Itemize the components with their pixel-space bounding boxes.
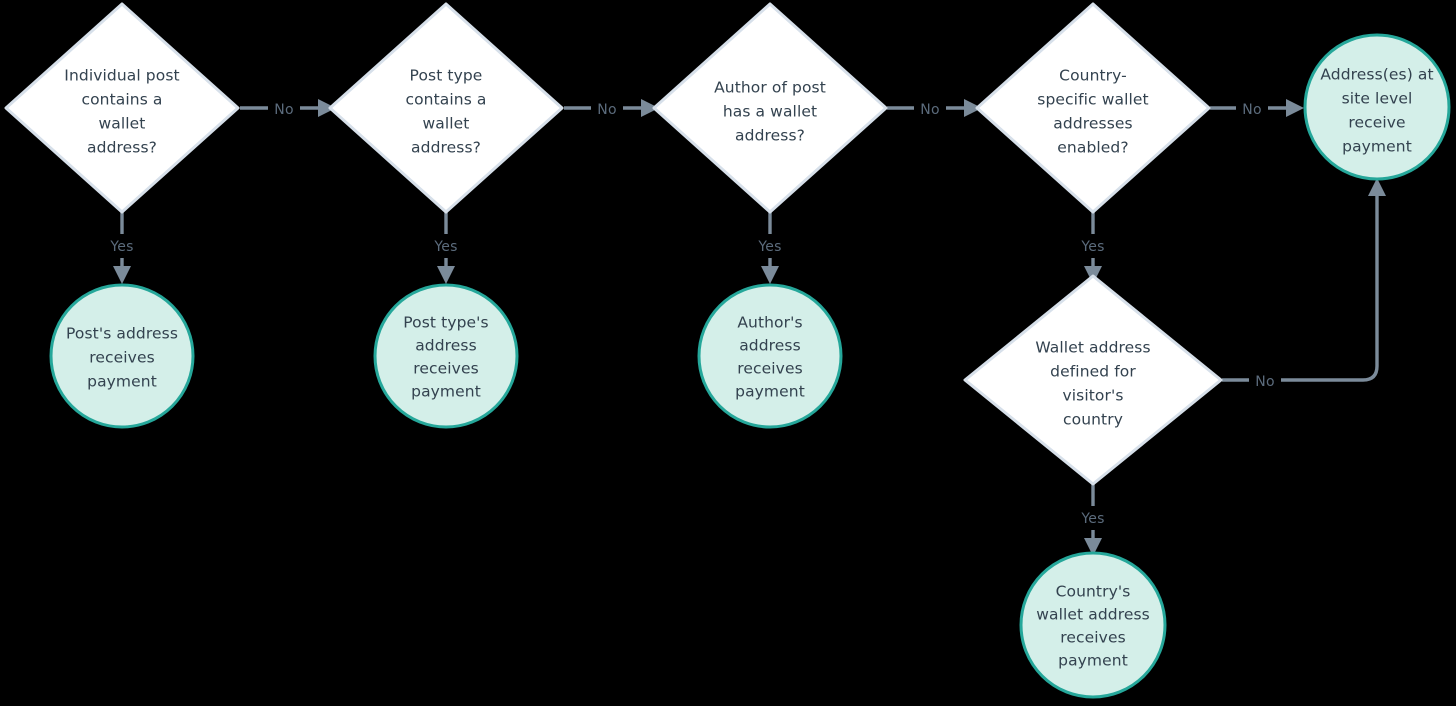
decision-label-line: addresses xyxy=(1053,115,1132,133)
decision-node-author-of-post[interactable]: Author of post has a wallet address? xyxy=(652,2,888,214)
edge-yes-5: Yes xyxy=(1080,484,1104,556)
decision-node-visitor-country[interactable]: Wallet address defined for visitor's cou… xyxy=(963,274,1223,486)
edge-label-yes-4: Yes xyxy=(1080,239,1104,255)
edge-label-no-1: No xyxy=(274,102,293,118)
terminal-label-line: Post's address xyxy=(66,325,178,343)
terminal-label-line: receives xyxy=(89,349,155,367)
terminal-label-line: address xyxy=(415,337,477,355)
terminal-label-line: payment xyxy=(1058,652,1128,670)
terminal-label-line: payment xyxy=(87,373,157,391)
edge-label-no-4: No xyxy=(1242,102,1261,118)
decision-label-line: wallet xyxy=(422,115,469,133)
terminal-label-line: Country's xyxy=(1056,583,1131,601)
edge-label-yes-1: Yes xyxy=(109,239,133,255)
edge-yes-3: Yes xyxy=(757,212,781,284)
terminal-node-site-level-address[interactable]: Address(es) at site level receive paymen… xyxy=(1303,33,1451,181)
decision-label-line: Post type xyxy=(410,67,483,85)
terminal-label-line: payment xyxy=(411,383,481,401)
edge-label-no-2: No xyxy=(597,102,616,118)
terminal-node-country-address[interactable]: Country's wallet address receives paymen… xyxy=(1019,551,1167,699)
terminal-label-line: payment xyxy=(1342,138,1412,156)
decision-label-line: contains a xyxy=(405,91,486,109)
edge-yes-4: Yes xyxy=(1080,212,1104,284)
terminal-label-line: receives xyxy=(1060,629,1126,647)
edge-label-yes-2: Yes xyxy=(433,239,457,255)
decision-label-line: contains a xyxy=(81,91,162,109)
terminal-node-post-type-address[interactable]: Post type's address receives payment xyxy=(373,283,519,429)
edge-label-no-5: No xyxy=(1255,374,1274,390)
terminal-nodes-layer: Post's address receives payment Post typ… xyxy=(49,33,1451,699)
terminal-label-line: receives xyxy=(413,360,479,378)
decision-label-line: wallet xyxy=(98,115,145,133)
decision-label-line: Country- xyxy=(1059,67,1127,85)
edge-no-2: No xyxy=(564,99,659,118)
edge-yes-1: Yes xyxy=(109,212,133,284)
decision-label-line: defined for xyxy=(1050,363,1136,381)
terminal-label-line: Post type's xyxy=(403,314,488,332)
terminal-label-line: Author's xyxy=(737,314,802,332)
terminal-node-post-address[interactable]: Post's address receives payment xyxy=(49,283,195,429)
terminal-label-line: payment xyxy=(735,383,805,401)
terminal-node-author-address[interactable]: Author's address receives payment xyxy=(697,283,843,429)
decision-node-country-specific[interactable]: Country- specific wallet addresses enabl… xyxy=(975,2,1211,214)
edges-layer: No No No No xyxy=(109,99,1386,556)
terminal-label-line: wallet address xyxy=(1036,606,1150,624)
decision-label-line: country xyxy=(1063,411,1123,429)
terminal-label-line: receive xyxy=(1348,114,1405,132)
decision-label-line: specific wallet xyxy=(1037,91,1148,109)
decision-label-line: Author of post xyxy=(714,79,826,97)
decision-label-line: Wallet address xyxy=(1035,339,1150,357)
edge-no-4: No xyxy=(1210,99,1304,118)
terminal-label-line: receives xyxy=(737,360,803,378)
decision-label-line: enabled? xyxy=(1057,139,1128,157)
edge-no-5: No xyxy=(1222,178,1386,390)
edge-no-1: No xyxy=(240,99,336,118)
terminal-label-line: site level xyxy=(1342,90,1413,108)
terminal-label-line: address xyxy=(739,337,801,355)
edge-yes-2: Yes xyxy=(433,212,457,284)
decision-node-individual-post[interactable]: Individual post contains a wallet addres… xyxy=(4,2,240,214)
edge-no-3: No xyxy=(887,99,982,118)
decision-label-line: address? xyxy=(87,139,157,157)
terminal-label-line: Address(es) at xyxy=(1320,66,1433,84)
decision-nodes-layer: Individual post contains a wallet addres… xyxy=(4,2,1223,486)
decision-label-line: Individual post xyxy=(64,67,179,85)
decision-label-line: address? xyxy=(411,139,481,157)
decision-label-line: has a wallet xyxy=(723,103,817,121)
edge-label-no-3: No xyxy=(920,102,939,118)
decision-node-post-type[interactable]: Post type contains a wallet address? xyxy=(328,2,564,214)
edge-label-yes-5: Yes xyxy=(1080,511,1104,527)
edge-label-yes-3: Yes xyxy=(757,239,781,255)
decision-label-line: visitor's xyxy=(1062,387,1123,405)
decision-label-line: address? xyxy=(735,127,805,145)
